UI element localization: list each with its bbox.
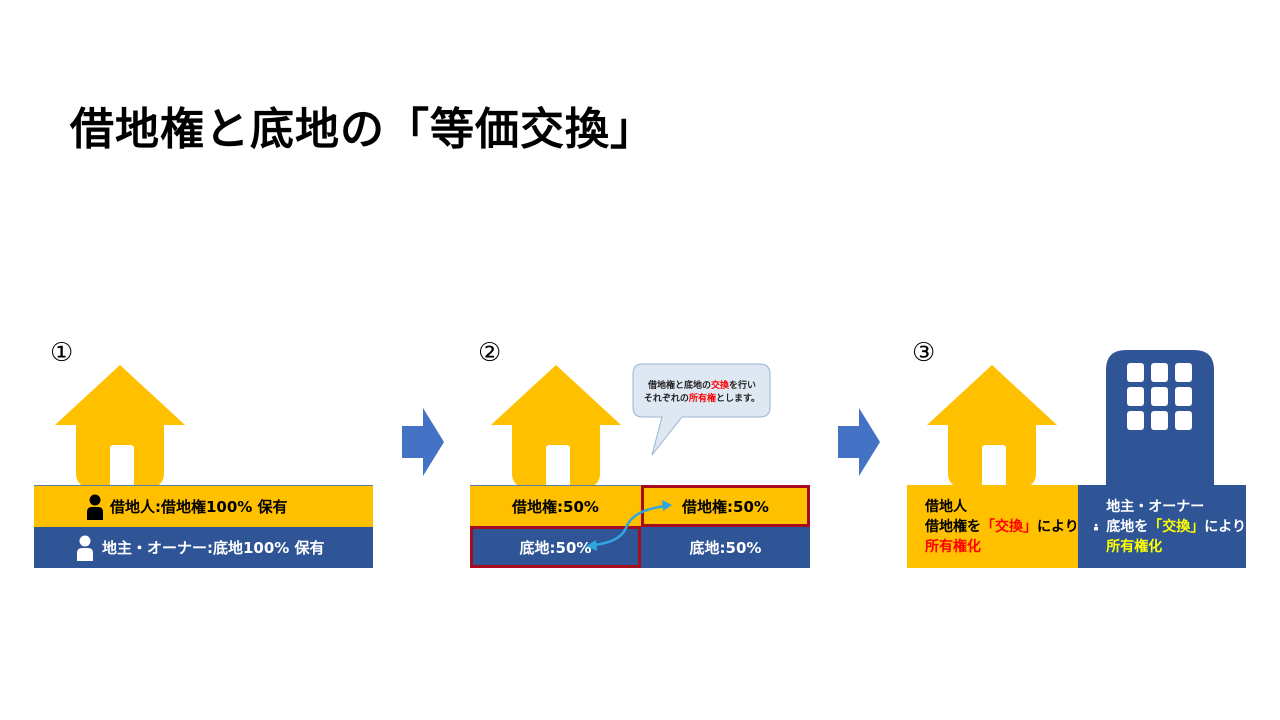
landowner-row: 地主・オーナー:底地100% 保有: [34, 527, 373, 568]
right-arrow-icon: [838, 408, 880, 476]
leaseholder-label: 借地人:借地権100% 保有: [110, 498, 288, 516]
cell-bottom-left: 底地:50%: [470, 526, 641, 568]
building-icon: [1106, 350, 1214, 486]
leaseholder-result-panel: 借地人 借地権を「交換」により 所有権化: [907, 485, 1079, 568]
step-number: ③: [912, 338, 936, 368]
house-icon: [491, 365, 621, 487]
right-arrow-icon: [402, 408, 444, 476]
cell-bottom-right: 底地:50%: [641, 527, 810, 568]
landowner-label: 地主・オーナー:底地100% 保有: [102, 539, 325, 557]
person-black-icon: [87, 494, 103, 520]
page-title: 借地権と底地の「等価交換」: [70, 104, 655, 155]
cell-top-right: 借地権:50%: [641, 485, 810, 527]
ownership-result: 所有権化: [1106, 538, 1163, 555]
highlight-ownership: 所有権: [688, 394, 716, 404]
step-number: ①: [50, 338, 74, 368]
landowner-title: 地主・オーナー: [1106, 498, 1205, 515]
person-white-icon: [77, 535, 93, 561]
house-icon: [55, 365, 185, 487]
person-white-icon: [1094, 523, 1099, 530]
speech-bubble-text: 借地権と底地の交換を行い それぞれの所有権とします。: [643, 381, 761, 404]
cell-top-left: 借地権:50%: [470, 485, 641, 527]
house-icon: [927, 365, 1057, 487]
ownership-result: 所有権化: [925, 538, 981, 555]
leaseholder-row: 借地人:借地権100% 保有: [34, 485, 373, 527]
step-number: ②: [478, 338, 502, 368]
highlight-exchange: 交換: [710, 381, 729, 391]
swap-arrow-icon: [586, 500, 672, 551]
speech-bubble: [632, 363, 771, 456]
leaseholder-title: 借地人: [925, 498, 967, 515]
landowner-result-panel: 地主・オーナー 底地を「交換」により 所有権化: [1078, 485, 1246, 568]
